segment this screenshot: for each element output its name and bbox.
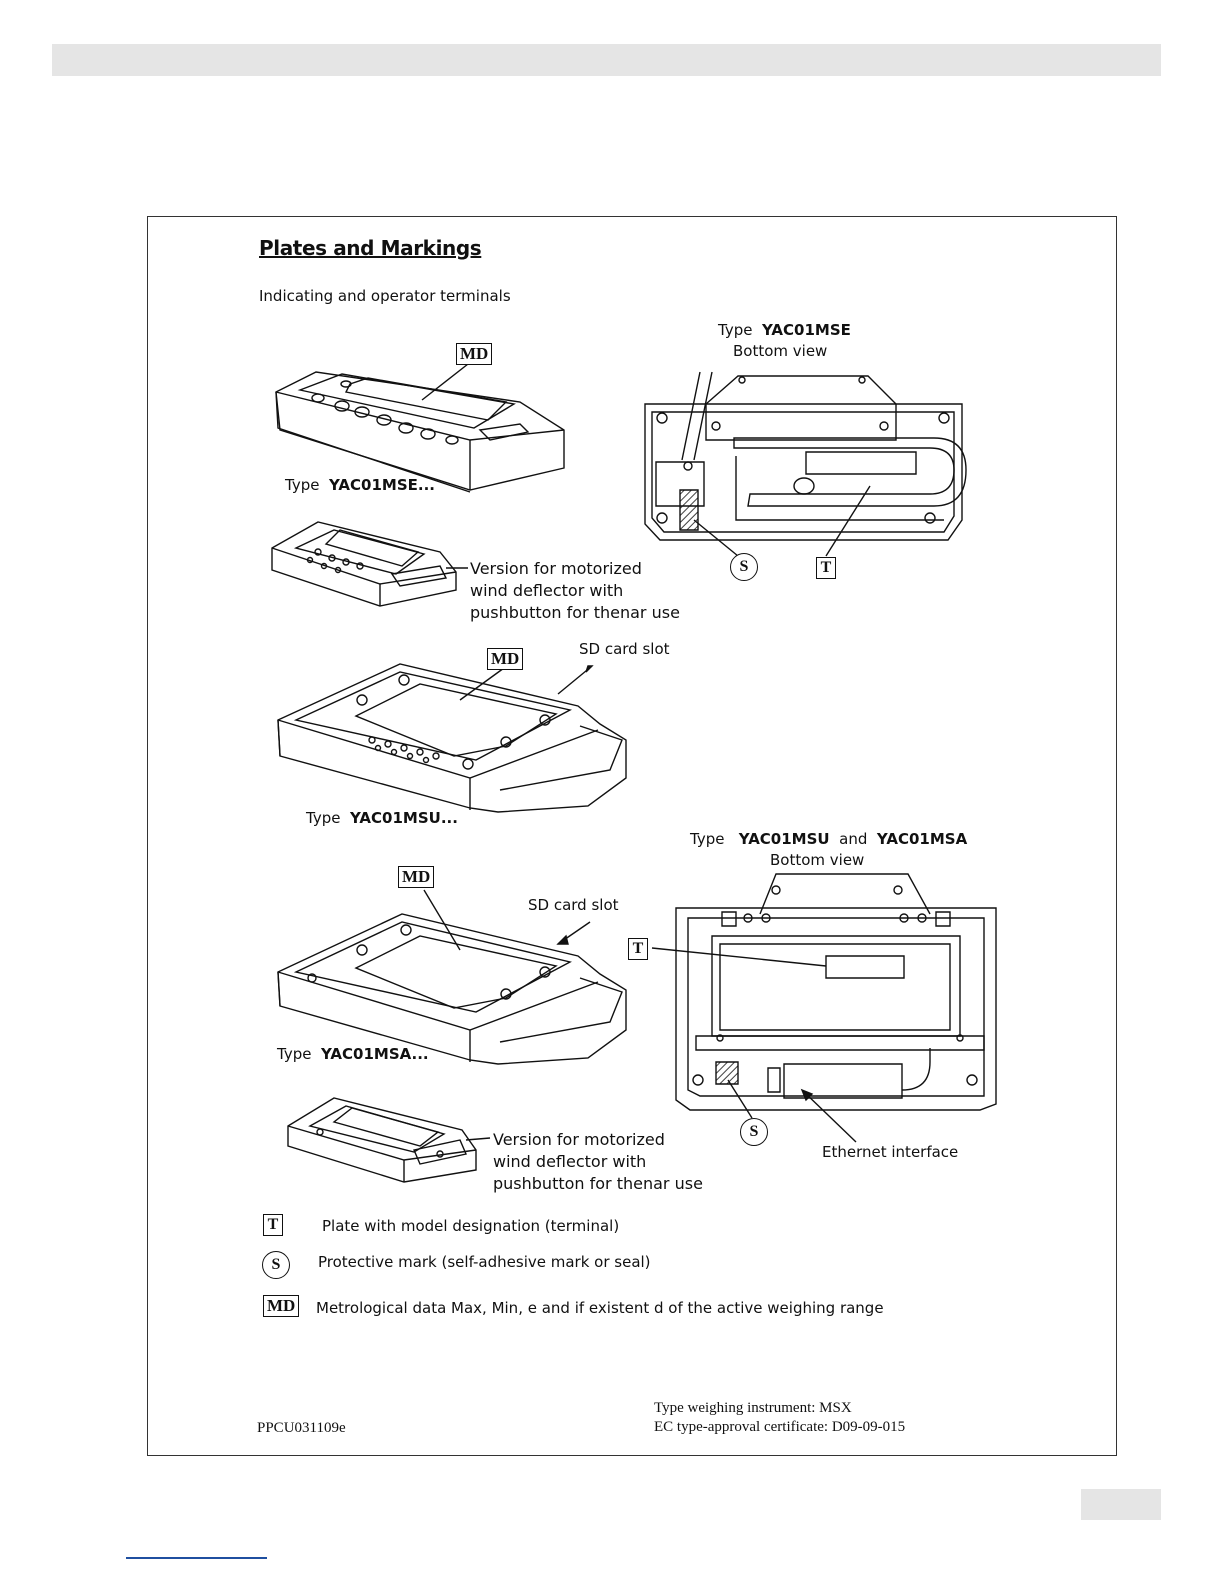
- header-band: [52, 44, 1161, 76]
- instrument-type: Type weighing instrument: MSX: [654, 1400, 852, 1416]
- version-note-1: Version for motorized wind deflector wit…: [470, 559, 680, 622]
- legend-s-symbol: S: [262, 1251, 290, 1279]
- section-subtitle: Indicating and operator terminals: [259, 287, 511, 305]
- md-mark: MD: [398, 866, 435, 888]
- plate-mark-t: T: [628, 938, 648, 960]
- terminal-mse-illustration: [276, 364, 564, 492]
- mse-bottom-view-label: Bottom view: [733, 342, 828, 360]
- document-frame: [147, 216, 1117, 1456]
- msu-msa-bottom-view-label: Bottom view: [770, 851, 865, 869]
- version-note-2: Version for motorized wind deflector wit…: [493, 1130, 703, 1193]
- md-mark: MD: [487, 648, 524, 670]
- msu-msa-bottom-view-illustration: [652, 874, 996, 1142]
- sd-card-slot-label: SD card slot: [579, 640, 670, 658]
- legend-t-symbol: T: [263, 1214, 283, 1236]
- motorized-version-2-illustration: [288, 1098, 490, 1182]
- approval-certificate: EC type-approval certificate: D09-09-015: [654, 1419, 906, 1435]
- terminal-msa-illustration: [278, 890, 626, 1064]
- page-number-tab: [1081, 1489, 1161, 1520]
- terminal-msu-caption: Type YAC01MSU...: [306, 809, 458, 827]
- terminal-msu-illustration: [278, 664, 626, 812]
- mse-bottom-view-illustration: [645, 372, 966, 556]
- motorized-version-1-illustration: [272, 522, 468, 606]
- md-mark: MD: [456, 343, 493, 365]
- legend-t-text: Plate with model designation (terminal): [322, 1217, 620, 1235]
- protective-mark-s: S: [740, 1118, 768, 1146]
- document-code: PPCU031109e: [257, 1420, 346, 1436]
- footer-rule: [126, 1557, 267, 1559]
- mse-bottom-caption: Type YAC01MSE: [718, 321, 851, 339]
- sd-card-slot-label: SD card slot: [528, 896, 619, 914]
- legend-md-text: Metrological data Max, Min, e and if exi…: [316, 1299, 884, 1317]
- ethernet-interface-label: Ethernet interface: [822, 1143, 959, 1161]
- protective-mark-s: S: [730, 553, 758, 581]
- terminal-msa-caption: Type YAC01MSA...: [277, 1045, 429, 1063]
- terminal-mse-caption: Type YAC01MSE...: [285, 476, 435, 494]
- legend-md-symbol: MD: [263, 1295, 300, 1317]
- legend-s-text: Protective mark (self-adhesive mark or s…: [318, 1253, 651, 1271]
- plate-mark-t: T: [816, 557, 836, 579]
- msu-msa-bottom-caption: Type YAC01MSU and YAC01MSA: [690, 830, 968, 848]
- page-title: Plates and Markings: [259, 236, 482, 260]
